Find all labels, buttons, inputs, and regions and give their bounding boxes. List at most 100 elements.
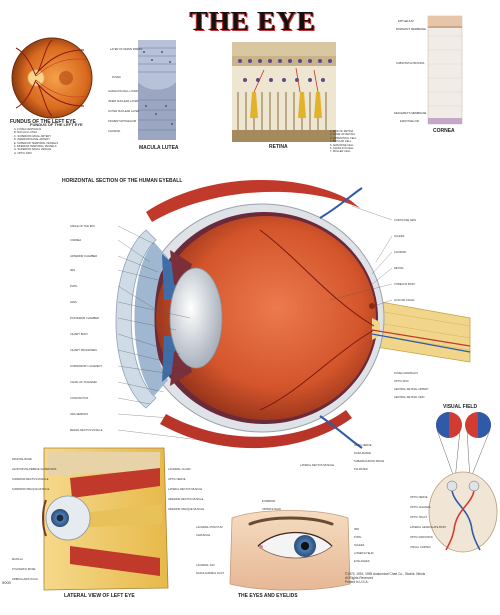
anatomy-label: LACRIMAL SAC xyxy=(196,563,215,567)
anatomy-label: OUTER NUCLEAR LAYER xyxy=(108,109,139,113)
lateral-view-caption: LATERAL VIEW OF LEFT EYE xyxy=(64,593,135,599)
macula-spot xyxy=(59,71,73,85)
anatomy-label: OPTIC CHIASMA xyxy=(410,505,431,509)
anatomy-label: ANTERIOR CHAMBER xyxy=(70,254,97,258)
anatomy-label: SCLERA xyxy=(354,543,365,547)
anatomy-label: FOVEA xyxy=(112,75,121,79)
anatomy-label: SUBARACHNOID SPACE xyxy=(354,459,384,463)
anatomy-label: OPTIC NERVE xyxy=(168,477,186,481)
fundus-caption: FUNDUS OF THE LEFT EYE xyxy=(10,119,76,125)
anatomy-label: EYELASHES xyxy=(354,559,370,563)
lateral-labels: FRONTAL BONE LEVATOR PALPEBRAE SUPERIORI… xyxy=(12,457,204,581)
anatomy-label: LATERAL GENICULATE BODY xyxy=(410,525,447,529)
horizontal-right-labels: VORTICOSE VEIN SCLERA CHOROID RETINA VIT… xyxy=(300,218,429,471)
anatomy-label: HYALOID CANAL xyxy=(394,298,415,302)
anatomy-label: NASOLACRIMAL DUCT xyxy=(196,571,225,575)
anatomy-label: MEDIAL RECTUS MUSCLE xyxy=(70,428,103,432)
anatomy-label: DESCEMET'S MEMBRANE xyxy=(394,111,427,115)
fundus-figure xyxy=(11,37,93,119)
visual-field-labels: OPTIC NERVE OPTIC CHIASMA OPTIC TRACT LA… xyxy=(410,495,447,549)
anatomy-label: INFERIOR RECTUS MUSCLE xyxy=(168,497,204,501)
anatomy-label: FOVEA CENTRALIS xyxy=(394,371,418,375)
anatomy-label: INFERIOR OBLIQUE MUSCLE xyxy=(168,507,204,511)
anatomy-label: EPITHELIUM xyxy=(398,19,414,23)
horizontal-left-labels: ANGLE OF THE IRIS CORNEA ANTERIOR CHAMBE… xyxy=(70,224,103,432)
anatomy-label: LEVATOR PALPEBRAE SUPERIORIS xyxy=(12,467,57,471)
chart-code: 9000 xyxy=(2,580,11,585)
macula-caption: MACULA LUTEA xyxy=(139,145,179,151)
anatomy-label: SUPERIOR OBLIQUE MUSCLE xyxy=(12,487,50,491)
anatomy-label: MAXILLA xyxy=(12,557,23,561)
anatomy-label: PIGMENT EPITHELIUM xyxy=(108,119,136,123)
anatomy-label: LACRIMAL GLAND xyxy=(168,467,191,471)
anatomy-label: CENTRAL RETINAL ARTERY xyxy=(394,387,429,391)
anatomy-label: CORNEA xyxy=(70,238,81,242)
anatomy-label: CILIARY PROCESSES xyxy=(70,348,97,352)
anatomy-label: OPTIC NERVE xyxy=(354,443,372,447)
anatomy-label: ZYGOMATIC BONE xyxy=(12,567,36,571)
anatomy-label: SUSPENSORY LIGAMENT xyxy=(70,364,102,368)
leader-lines xyxy=(117,205,393,441)
eyelids-figure xyxy=(229,510,351,591)
visual-field-figure xyxy=(428,412,498,553)
anatomy-label: UPPER EYELID xyxy=(262,507,281,511)
anatomy-label: SUPERIOR RECTUS MUSCLE xyxy=(12,477,49,481)
anatomy-label: POSTERIOR CHAMBER xyxy=(70,316,99,320)
cornea-labels: EPITHELIUM BOWMAN'S MEMBRANE SUBSTANTIA … xyxy=(394,19,427,123)
anatomy-label: LAYER OF NERVE FIBERS xyxy=(110,47,143,51)
anatomy-label: LOWER EYELID xyxy=(354,551,374,555)
anatomy-label: CHOROID xyxy=(108,129,120,133)
anatomy-label: PUPIL xyxy=(70,284,78,288)
macula-figure xyxy=(138,40,176,140)
anatomy-label: VISUAL CORTEX xyxy=(410,545,431,549)
anatomy-label: CENTRAL RETINAL VEIN xyxy=(394,395,424,399)
anatomy-label: INNER NUCLEAR LAYER xyxy=(108,99,138,103)
eyeball-section xyxy=(115,179,471,449)
anatomy-label: RETINA xyxy=(394,266,404,270)
anatomy-label: LENS xyxy=(70,300,77,304)
anatomy-label: CILIARY BODY xyxy=(70,332,88,336)
anatomy-label: OPTIC NERVE xyxy=(410,495,428,499)
anatomy-label: ENDOTHELIUM xyxy=(400,119,419,123)
anatomy-label: FUNDUS OF THE LEFT EYE xyxy=(30,122,83,127)
visual-field-caption: VISUAL FIELD xyxy=(443,404,478,410)
anatomy-label: LATERAL RECTUS MUSCLE xyxy=(168,487,202,491)
anatomy-label: CHOROID xyxy=(394,250,406,254)
retina-figure xyxy=(232,42,336,142)
anatomy-label: CARUNCLE xyxy=(196,533,211,537)
anatomy-label: ANGLE OF THE IRIS xyxy=(70,224,95,228)
anatomy-label: ORA SERRATA xyxy=(70,412,88,416)
anatomy-label: IRIS xyxy=(70,268,75,272)
chart-title: THE EYE xyxy=(189,6,317,36)
anatomy-label: CONJUNCTIVA xyxy=(70,396,89,400)
copyright-notice: ©1979, 1991, 1995 Anatomical Chart Co., … xyxy=(345,572,426,584)
anatomy-label: IRIS xyxy=(354,527,359,531)
anatomy-label: CANAL OF SCHLEMM xyxy=(70,380,97,384)
anatomy-label: ORBICULARIS OCULI xyxy=(12,577,39,581)
anatomy-label: PIA MATER xyxy=(354,467,368,471)
cornea-figure xyxy=(427,15,463,125)
anatomy-label: DURA MATER xyxy=(354,451,371,455)
anatomy-label: LACRIMAL PUNCTUM xyxy=(196,525,223,529)
anatomy-label: OPTIC DISC xyxy=(394,379,409,383)
retina-caption: RETINA xyxy=(269,144,288,150)
lateral-view-figure xyxy=(42,447,169,591)
eyelids-caption: THE EYES AND EYELIDS xyxy=(238,593,298,599)
cornea-caption: CORNEA xyxy=(433,128,455,134)
anatomy-label: EYEBROW xyxy=(262,499,276,503)
optic-disc xyxy=(27,69,45,87)
anatomy-label: FRONTAL BONE xyxy=(12,457,32,461)
anatomy-label: VORTICOSE VEIN xyxy=(394,218,416,222)
anatomy-label: SCLERA xyxy=(394,234,405,238)
anatomy-label: OPTIC TRACT xyxy=(410,515,428,519)
anatomy-label: LATERAL RECTUS MUSCLE xyxy=(300,463,334,467)
anatomy-label: PUPIL xyxy=(354,535,362,539)
anatomy-label: VITREOUS BODY xyxy=(394,282,416,286)
macula-labels: LAYER OF NERVE FIBERS FOVEA GANGLION CEL… xyxy=(108,47,143,133)
anatomy-label: OPTIC RADIATION xyxy=(410,535,433,539)
anatomy-label: BOWMAN'S MEMBRANE xyxy=(396,27,426,31)
